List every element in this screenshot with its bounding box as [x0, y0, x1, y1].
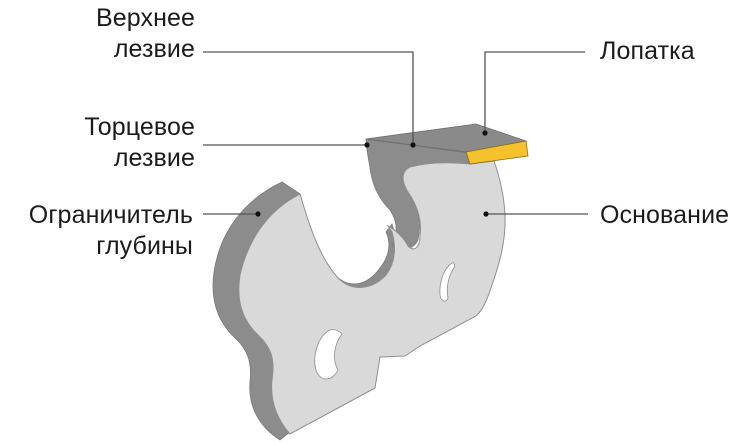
label-base-line1: Основание [600, 201, 730, 229]
label-base: Основание [600, 200, 729, 231]
label-chisel-line1: Лопатка [600, 37, 695, 65]
label-depth-gauge: Ограничитель глубины [29, 200, 193, 262]
rivet-holes [314, 262, 456, 380]
label-chisel: Лопатка [600, 36, 695, 67]
leader-top-blade [203, 51, 414, 145]
label-side-blade-line2: лезвие [113, 144, 195, 172]
label-top-blade-line1: Верхнее [95, 4, 195, 32]
dot-top-blade [410, 142, 416, 148]
label-top-blade-line2: лезвие [113, 35, 195, 63]
label-depth-gauge-line2: глубины [96, 232, 193, 260]
chisel-tip [465, 140, 529, 165]
dot-depth-gauge [255, 211, 261, 217]
label-side-blade: Торцевое лезвие [84, 112, 195, 174]
leader-chisel [484, 51, 585, 133]
top-blade-edge [365, 138, 467, 153]
label-depth-gauge-line1: Ограничитель [28, 201, 193, 229]
dot-base [483, 211, 489, 217]
leader-dots [255, 130, 489, 217]
label-side-blade-line1: Торцевое [84, 113, 195, 141]
leader-lines [203, 51, 588, 215]
label-top-blade: Верхнее лезвие [96, 3, 195, 65]
dot-side-blade [364, 142, 370, 148]
dot-chisel [482, 130, 488, 136]
